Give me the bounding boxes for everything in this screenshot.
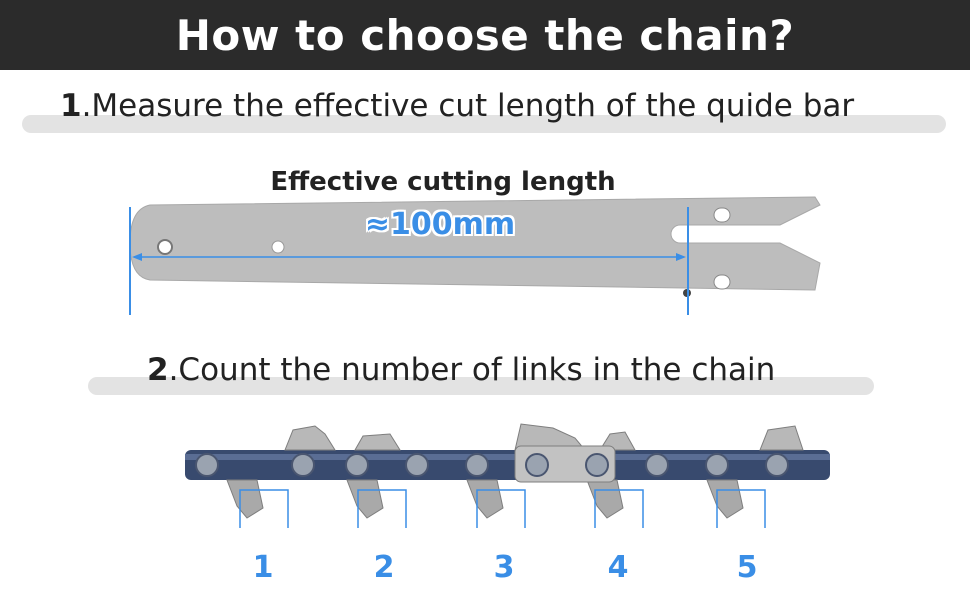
guide-bar-mount-slot-bottom <box>713 274 731 290</box>
link-number-5: 5 <box>736 550 758 585</box>
guide-bar-body <box>129 196 821 291</box>
step1-heading: 1.Measure the effective cut length of th… <box>60 88 854 124</box>
chain-graphic <box>185 423 830 539</box>
step1-text: .Measure the effective cut length of the… <box>81 88 855 124</box>
page-title: How to choose the chain? <box>175 10 795 60</box>
guide-bar-illustration: Effective cutting length ≈100mm <box>120 165 840 325</box>
link-number-4: 4 <box>607 550 629 585</box>
effective-length-value: ≈100mm <box>364 207 516 242</box>
link-highlight-boxes <box>239 489 766 539</box>
step2-heading: 2.Count the number of links in the chain <box>147 352 775 388</box>
effective-length-label: Effective cutting length <box>270 167 616 197</box>
link-number-2: 2 <box>373 550 395 585</box>
step2-text: .Count the number of links in the chain <box>168 352 776 388</box>
chain-illustration <box>185 418 830 539</box>
guide-bar-graphic <box>129 196 821 315</box>
drive-links <box>226 479 744 519</box>
title-banner: How to choose the chain? <box>0 0 970 70</box>
guide-bar-hole <box>271 240 285 254</box>
measure-arrow-right <box>676 253 686 261</box>
link-number-3: 3 <box>493 550 515 585</box>
step2-number: 2 <box>147 352 169 388</box>
measure-arrow-left <box>132 253 142 261</box>
chain-strap-highlight <box>185 454 830 460</box>
link-number-1: 1 <box>252 550 274 585</box>
step1-number: 1 <box>60 88 82 124</box>
guide-bar-rivet-hole <box>157 239 173 255</box>
step1-underline-bar <box>22 115 946 133</box>
step2-underline-bar <box>88 377 874 395</box>
guide-bar-mount-slot-top <box>713 207 731 223</box>
chain-rivets <box>195 453 789 477</box>
